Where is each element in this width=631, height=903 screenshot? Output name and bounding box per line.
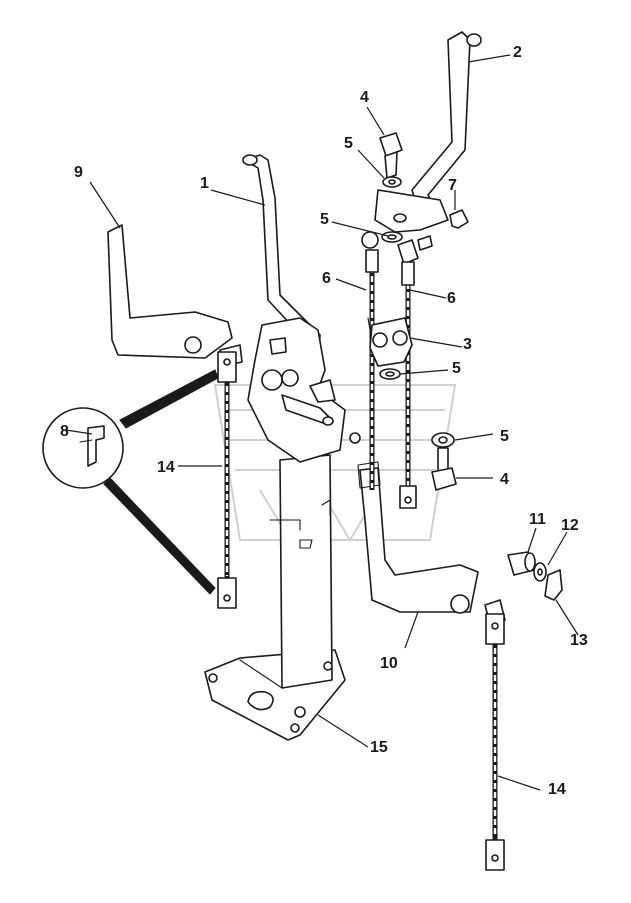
coupler-part-3 <box>367 317 413 367</box>
callout-5-mid: 5 <box>320 211 329 228</box>
washer-part-12 <box>533 562 547 582</box>
callout-4-top: 4 <box>360 89 369 106</box>
callout-14-right: 14 <box>548 781 566 798</box>
callout-6-right: 6 <box>447 290 456 307</box>
callout-1: 1 <box>200 175 209 192</box>
ball-joint-upper <box>361 231 433 265</box>
leader-lines <box>65 54 579 791</box>
lever-part-2 <box>374 31 482 233</box>
callout-5-top: 5 <box>344 135 353 152</box>
washer-part-5-right <box>431 432 455 448</box>
callout-2: 2 <box>513 44 522 61</box>
callout-13: 13 <box>570 632 588 649</box>
callout-14-left: 14 <box>157 459 175 476</box>
callout-10: 10 <box>380 655 398 672</box>
rod-end-lower <box>399 485 417 509</box>
clip-part-8 <box>79 425 105 467</box>
callout-5-right: 5 <box>500 428 509 445</box>
pedal-lever-part-10 <box>357 461 506 625</box>
pedestal-column-part-15 <box>204 454 346 741</box>
callout-8: 8 <box>60 423 69 440</box>
callout-3: 3 <box>463 336 472 353</box>
rod-part-6-left <box>365 249 379 490</box>
callout-labels: 1 2 3 4 4 5 5 5 5 6 6 7 8 9 10 11 12 13 … <box>60 44 588 798</box>
bolt-part-4-top <box>379 132 403 179</box>
callout-12: 12 <box>561 517 579 534</box>
rod-part-6-right <box>401 261 415 490</box>
nut-part-7 <box>449 209 469 229</box>
washer-part-5-mid <box>381 231 403 243</box>
callout-15: 15 <box>370 739 388 756</box>
detail-magnifier <box>42 369 219 595</box>
callout-7: 7 <box>448 177 457 194</box>
washer-part-5-lower <box>379 368 401 380</box>
lever-part-9 <box>107 224 243 367</box>
bolt-part-4-right <box>431 447 457 491</box>
link-rod-part-14-left <box>217 351 237 609</box>
callout-11: 11 <box>529 511 546 528</box>
callout-4-right: 4 <box>500 471 509 488</box>
callout-9: 9 <box>74 164 83 181</box>
link-rod-part-14-right <box>485 613 505 871</box>
callout-6-left: 6 <box>322 270 331 287</box>
clip-part-13 <box>544 569 563 601</box>
washer-part-5-top <box>382 176 402 188</box>
main-bracket <box>247 317 361 463</box>
bushing-part-11 <box>507 551 536 576</box>
callout-5-lower: 5 <box>452 360 461 377</box>
